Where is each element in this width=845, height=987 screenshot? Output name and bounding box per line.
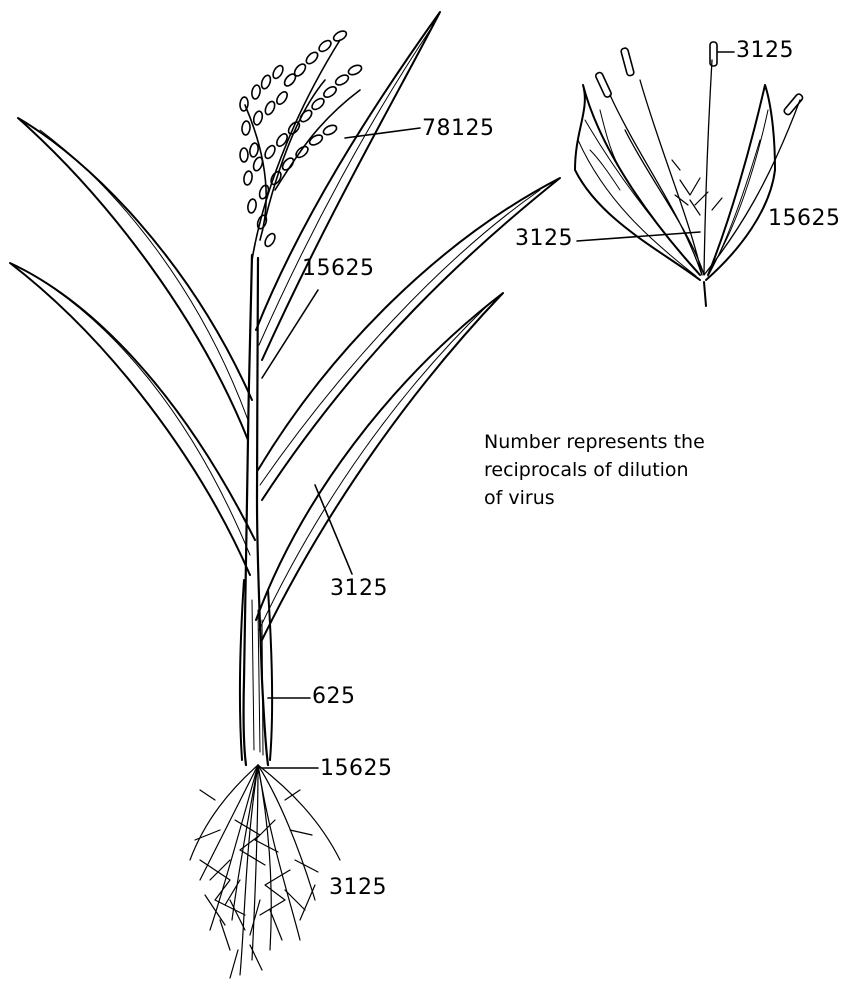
- leader-panicle: [345, 128, 420, 138]
- label-spikelet-stigma: 3125: [515, 228, 573, 250]
- leader-spikelet-inner: [577, 232, 700, 241]
- dilution-note: Number represents the reciprocals of dil…: [484, 428, 814, 512]
- label-panicle: 78125: [422, 118, 495, 140]
- label-lower-leaf: 3125: [330, 578, 388, 600]
- filaments: [610, 60, 800, 275]
- anther: [620, 47, 634, 76]
- leader-flag-leaf: [262, 290, 318, 378]
- label-flag-leaf: 15625: [302, 258, 375, 280]
- flag-leaf: [256, 12, 440, 360]
- stigma: [672, 160, 722, 215]
- rice-plant: [10, 12, 560, 978]
- stem: [244, 255, 252, 765]
- label-roots: 3125: [329, 877, 387, 899]
- leader-lines: [262, 52, 734, 768]
- label-leaf-sheath: 625: [312, 686, 356, 708]
- anther: [710, 42, 717, 66]
- leaf-far-left-lower: [10, 263, 255, 575]
- label-spikelet-glume: 15625: [768, 208, 841, 230]
- label-crown: 15625: [320, 758, 393, 780]
- anther: [595, 72, 612, 99]
- panicle: [239, 29, 363, 260]
- anther: [783, 93, 804, 116]
- leaf-far-left-upper: [18, 118, 252, 440]
- leader-lower-leaf: [315, 485, 352, 574]
- roots: [190, 765, 340, 978]
- spikelet-detail: [575, 42, 804, 306]
- label-spikelet-anther: 3125: [736, 40, 794, 62]
